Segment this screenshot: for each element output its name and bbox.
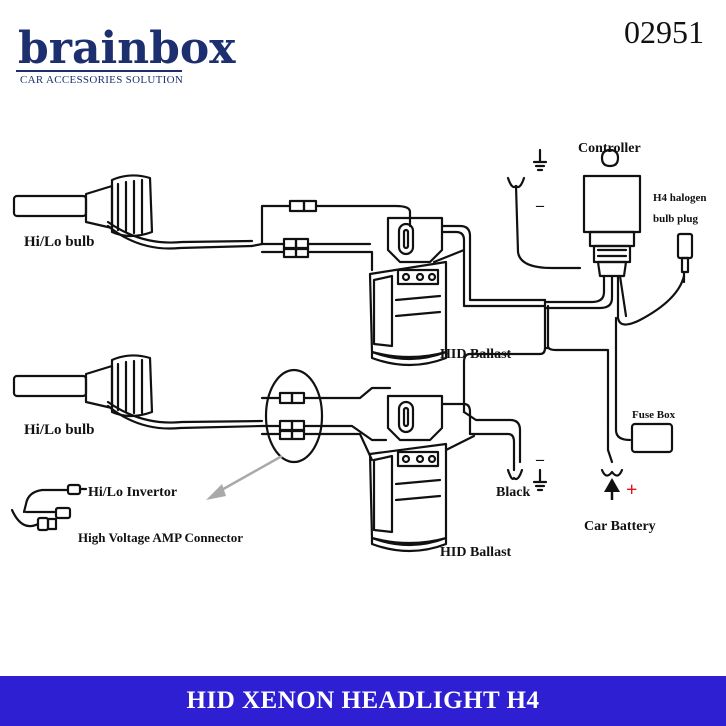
bulb-bottom-icon [12, 354, 264, 430]
ballast-bottom-icon [368, 394, 448, 553]
label-h4-plug-2: bulb plug [653, 213, 698, 225]
label-invertor: Hi/Lo Invertor [88, 485, 177, 500]
label-minus-top: – [535, 197, 545, 214]
label-controller: Controller [578, 141, 641, 156]
brand-tagline: CAR ACCESSORIES SOLUTION [20, 74, 184, 86]
connector-callout-circle [264, 368, 324, 464]
h4-plug-icon [676, 232, 694, 284]
controller-icon [582, 148, 642, 278]
label-bulb-top: Hi/Lo bulb [24, 234, 94, 250]
product-code: 02951 [624, 14, 704, 50]
label-car-battery: Car Battery [584, 519, 656, 534]
connector-top-a [288, 199, 306, 213]
wiring-diagram: Controller H4 halogen bulb plug Hi/Lo bu… [10, 141, 706, 560]
fuse-box-icon [630, 422, 674, 454]
label-h4-plug-1: H4 halogen [653, 192, 706, 204]
label-fuse-box: Fuse Box [632, 409, 676, 421]
bulb-top-icon [12, 174, 254, 250]
callout-arrow-icon [206, 454, 283, 500]
car-battery-arrow-icon [604, 478, 620, 500]
label-bulb-bottom: Hi/Lo bulb [24, 422, 94, 438]
brand-logo: brainbox CAR ACCESSORIES SOLUTION [10, 18, 236, 88]
label-black: Black [496, 485, 530, 500]
hv-amp-connector-icon [10, 506, 72, 532]
label-ballast-bottom: HID Ballast [440, 545, 512, 560]
title-banner: HID XENON HEADLIGHT H4 [0, 676, 726, 726]
banner-title: HID XENON HEADLIGHT H4 [186, 687, 540, 714]
brand-underline [16, 70, 182, 72]
label-ballast-top: HID Ballast [440, 347, 512, 362]
label-hv-connector: High Voltage AMP Connector [78, 530, 243, 545]
brand-name: brainbox [18, 23, 236, 74]
hi-lo-invertor-icon [22, 483, 88, 514]
label-minus-bottom: – [535, 451, 545, 468]
label-plus: + [626, 479, 637, 501]
ballast-top-icon [368, 216, 448, 367]
